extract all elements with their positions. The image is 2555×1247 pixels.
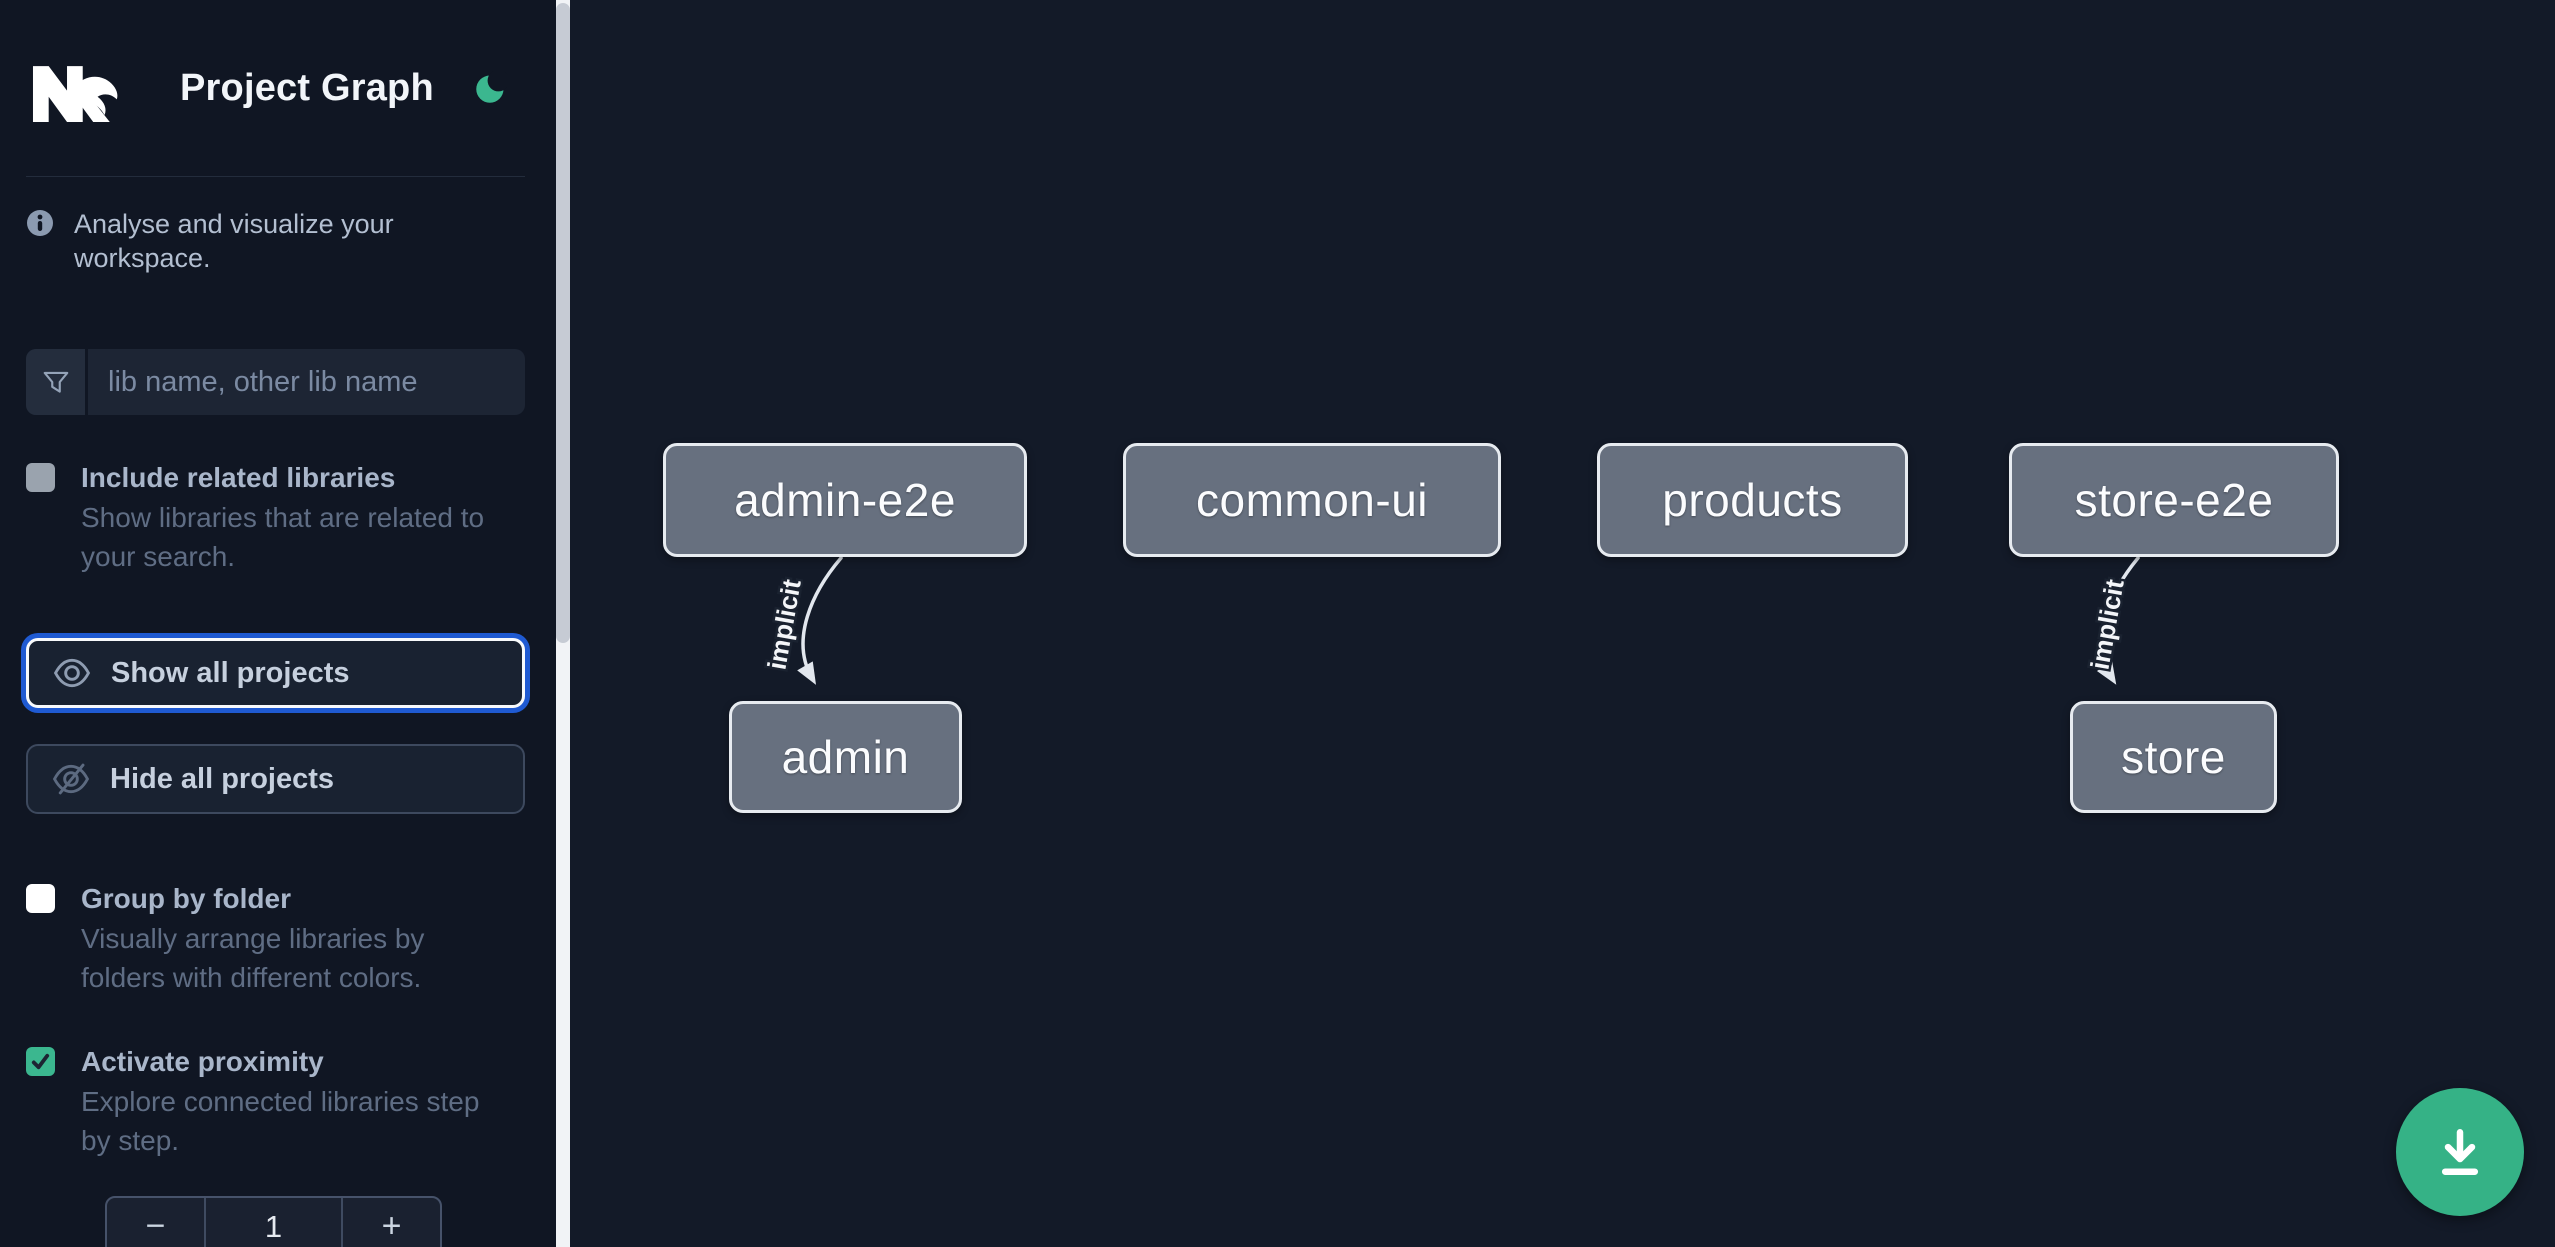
activate-proximity-description: Explore connected libraries step by step… (81, 1086, 480, 1156)
graph-node-products[interactable]: products (1597, 443, 1908, 557)
funnel-icon (26, 349, 88, 415)
graph-node-store[interactable]: store (2070, 701, 2277, 813)
group-by-folder-description: Visually arrange libraries by folders wi… (81, 923, 425, 993)
eye-off-icon (52, 763, 90, 795)
sidebar-scrollbar-thumb[interactable] (556, 3, 570, 643)
export-image-button[interactable] (2396, 1088, 2524, 1216)
download-icon (2429, 1121, 2491, 1183)
group-by-folder-checkbox[interactable] (26, 884, 55, 913)
app-header: Project Graph (26, 0, 525, 177)
graph-node-admin[interactable]: admin (729, 701, 962, 813)
include-related-toggle: Include related libraries Show libraries… (26, 459, 525, 576)
sidebar-scrollbar-track (556, 0, 570, 1247)
app-title: Project Graph (180, 66, 434, 109)
hide-all-projects-label: Hide all projects (110, 762, 335, 795)
eye-icon (53, 657, 91, 689)
proximity-decrement-button[interactable]: − (107, 1198, 204, 1247)
show-all-projects-label: Show all projects (111, 656, 350, 689)
info-text: Analyse and visualize your workspace. (74, 209, 394, 273)
proximity-increment-button[interactable]: + (343, 1198, 440, 1247)
hide-all-projects-button[interactable]: Hide all projects (26, 744, 525, 814)
graph-node-common-ui[interactable]: common-ui (1123, 443, 1501, 557)
group-by-folder-toggle: Group by folder Visually arrange librari… (26, 880, 525, 997)
info-banner: Analyse and visualize your workspace. (26, 207, 525, 275)
graph-node-store-e2e[interactable]: store-e2e (2009, 443, 2339, 557)
proximity-depth-stepper: − 1 + (105, 1196, 442, 1247)
nx-logo-icon (26, 48, 122, 128)
include-related-checkbox[interactable] (26, 463, 55, 492)
proximity-depth-value: 1 (204, 1198, 343, 1247)
activate-proximity-checkbox[interactable] (26, 1047, 55, 1076)
edge-admin-e2e-to-admin: implicit (759, 556, 843, 685)
edge-label: implicit (761, 577, 806, 672)
sidebar: Project Graph Analyse and visualize your… (0, 0, 570, 1247)
show-all-projects-button[interactable]: Show all projects (26, 638, 525, 708)
info-icon (26, 209, 54, 237)
theme-toggle-button[interactable] (473, 70, 509, 106)
graph-node-admin-e2e[interactable]: admin-e2e (663, 443, 1027, 557)
search-box (26, 349, 525, 415)
include-related-label: Include related libraries (81, 462, 396, 493)
moon-icon (474, 71, 508, 105)
activate-proximity-label: Activate proximity (81, 1046, 324, 1077)
edge-label: implicit (2084, 577, 2129, 672)
include-related-description: Show libraries that are related to your … (81, 502, 485, 572)
group-by-folder-label: Group by folder (81, 883, 291, 914)
search-input[interactable] (88, 349, 525, 415)
activate-proximity-toggle: Activate proximity Explore connected lib… (26, 1043, 525, 1160)
edge-store-e2e-to-store: implicit (2082, 556, 2140, 685)
